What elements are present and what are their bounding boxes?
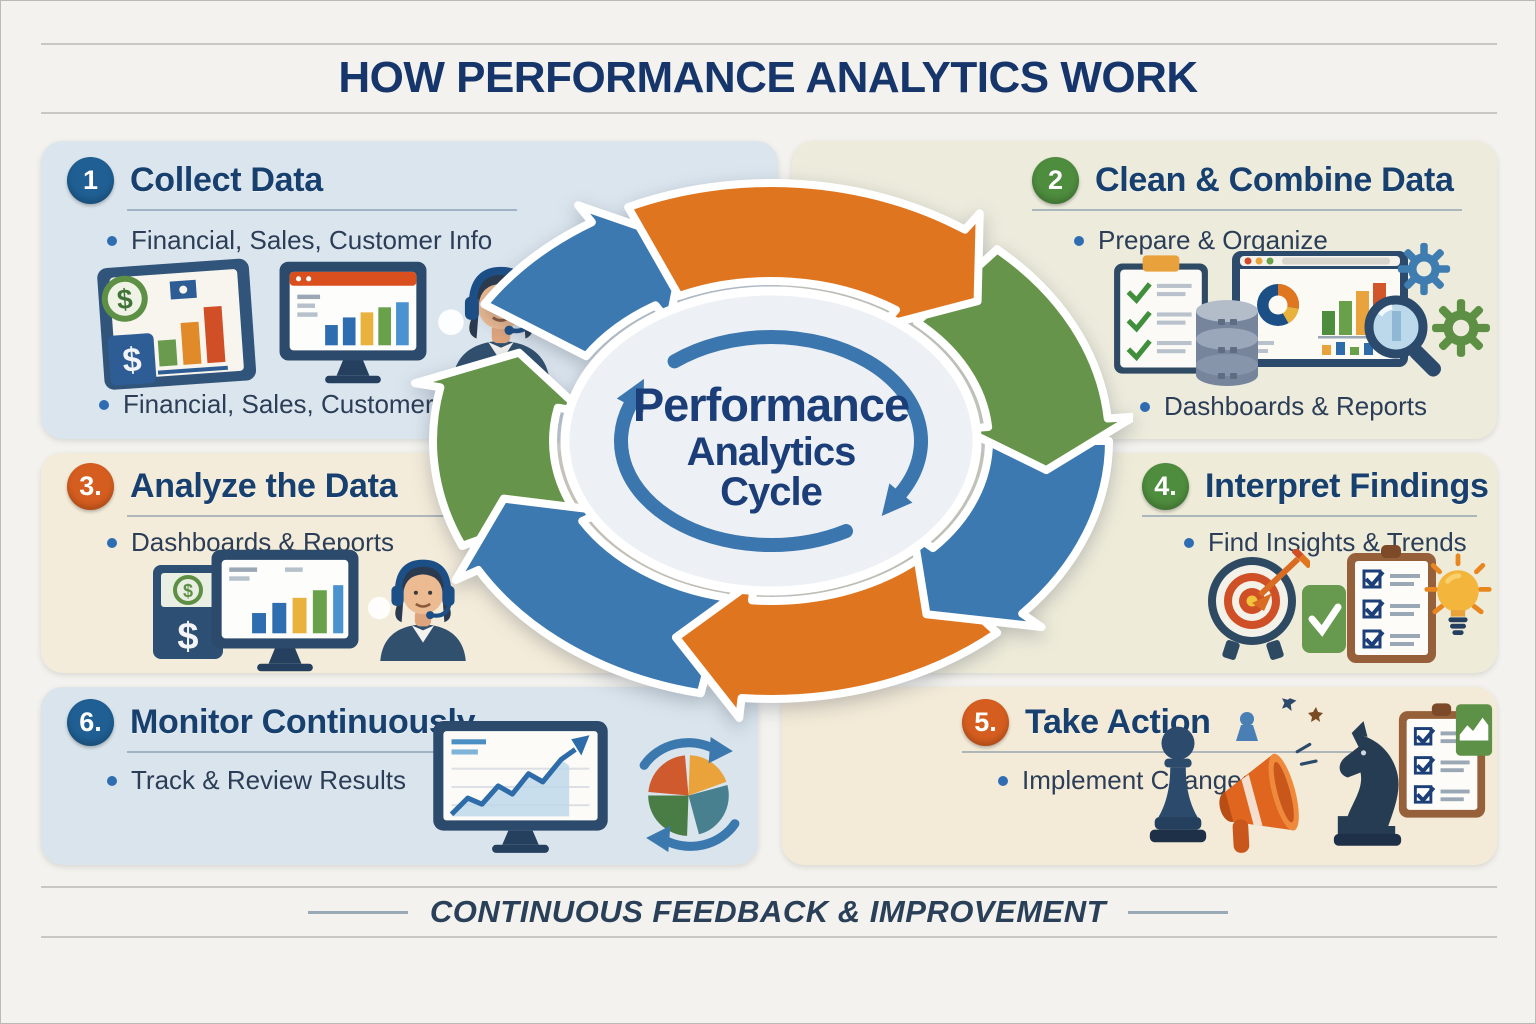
bullet-dot bbox=[107, 775, 117, 786]
chart-card-icon bbox=[1455, 704, 1493, 756]
mini-piece-icon bbox=[1236, 712, 1258, 741]
heading-underline bbox=[127, 209, 517, 211]
step-number-badge: 1 bbox=[67, 157, 114, 204]
bullet-item: Financial, Sales, Customer Info bbox=[107, 225, 492, 256]
database-icon bbox=[1196, 300, 1258, 386]
financial-board-icon: $ $ bbox=[97, 258, 257, 390]
page-title: HOW PERFORMANCE ANALYTICS WORK bbox=[338, 53, 1198, 102]
title-rule-top bbox=[41, 43, 1497, 45]
bullet-dot bbox=[998, 775, 1008, 786]
step-number-badge: 2 bbox=[1032, 157, 1079, 204]
step-number-badge: 6. bbox=[67, 699, 114, 746]
step-title: Monitor Continuously bbox=[130, 703, 476, 741]
step-number-badge: 3. bbox=[67, 463, 114, 510]
gear-icon bbox=[1432, 299, 1490, 357]
bar-chart-monitor-icon bbox=[209, 547, 361, 674]
gear-icon bbox=[1397, 242, 1451, 296]
lightbulb-icon bbox=[1424, 553, 1492, 635]
bar-chart-monitor-icon bbox=[277, 259, 429, 386]
footer-dash-right bbox=[1128, 910, 1229, 914]
svg-text:$: $ bbox=[121, 341, 143, 380]
bullet-item: Implement Changes bbox=[998, 765, 1255, 796]
bullet-dot bbox=[1140, 401, 1150, 412]
target-icon bbox=[1208, 549, 1310, 660]
heading-underline bbox=[962, 751, 1352, 753]
step-number-badge: 5. bbox=[962, 699, 1009, 746]
svg-text:$: $ bbox=[116, 283, 134, 315]
step-number-badge: 4. bbox=[1142, 463, 1189, 510]
step-panel-monitor: 6. Monitor Continuously Track & Review R… bbox=[41, 687, 758, 865]
dollar-card-icon: $ $ bbox=[153, 565, 223, 659]
chess-knight-icon bbox=[1333, 721, 1402, 846]
confetti-icon bbox=[1282, 698, 1323, 722]
bullet-dot bbox=[99, 399, 109, 410]
check-card-icon bbox=[1302, 585, 1346, 653]
title-rule-bottom bbox=[41, 112, 1497, 114]
analytics-cycle-diagram: Performance Analytics Cycle bbox=[410, 179, 1133, 722]
bullet-item: Track & Review Results bbox=[107, 765, 406, 796]
bullet-dot bbox=[107, 235, 117, 246]
magnifier-icon bbox=[1364, 295, 1441, 377]
bullet-item: Find Insights & Trends bbox=[1184, 527, 1467, 558]
chess-pawn-icon bbox=[1149, 726, 1207, 843]
bullet-dot bbox=[1184, 537, 1194, 548]
svg-text:$: $ bbox=[183, 581, 193, 601]
bullet-item: Financial, Sales, Customer Info bbox=[99, 389, 484, 420]
footer-band: CONTINUOUS FEEDBACK & IMPROVEMENT bbox=[1, 894, 1535, 930]
step-title: Collect Data bbox=[130, 161, 323, 199]
step-title: Clean & Combine Data bbox=[1095, 161, 1454, 199]
bullet-item: Prepare & Organize bbox=[1074, 225, 1328, 256]
footer-label: CONTINUOUS FEEDBACK & IMPROVEMENT bbox=[429, 894, 1107, 929]
bullet-item: Dashboards & Reports bbox=[1140, 391, 1427, 422]
footer-rule-top bbox=[41, 886, 1497, 888]
footer-rule-bottom bbox=[41, 936, 1497, 938]
bullet-dot bbox=[107, 537, 117, 548]
step-panel-take-action: 5. Take Action Implement Changes bbox=[782, 687, 1497, 865]
megaphone-icon bbox=[1219, 742, 1318, 853]
heading-underline bbox=[1142, 515, 1477, 517]
step-title: Interpret Findings bbox=[1205, 467, 1489, 505]
heading-underline bbox=[127, 515, 667, 517]
step-title: Analyze the Data bbox=[130, 467, 398, 505]
cycle-title-line3: Cycle bbox=[720, 470, 822, 514]
heading-underline bbox=[1032, 209, 1462, 211]
cycle-title-line1: Performance bbox=[633, 378, 909, 431]
cycle-title-line2: Analytics bbox=[687, 430, 856, 474]
heading-underline bbox=[127, 751, 577, 753]
trend-monitor-icon bbox=[433, 721, 608, 853]
pie-refresh-icon bbox=[639, 737, 740, 852]
bullet-dot bbox=[1074, 235, 1084, 246]
footer-dash-left bbox=[307, 910, 408, 914]
svg-text:$: $ bbox=[177, 616, 198, 658]
